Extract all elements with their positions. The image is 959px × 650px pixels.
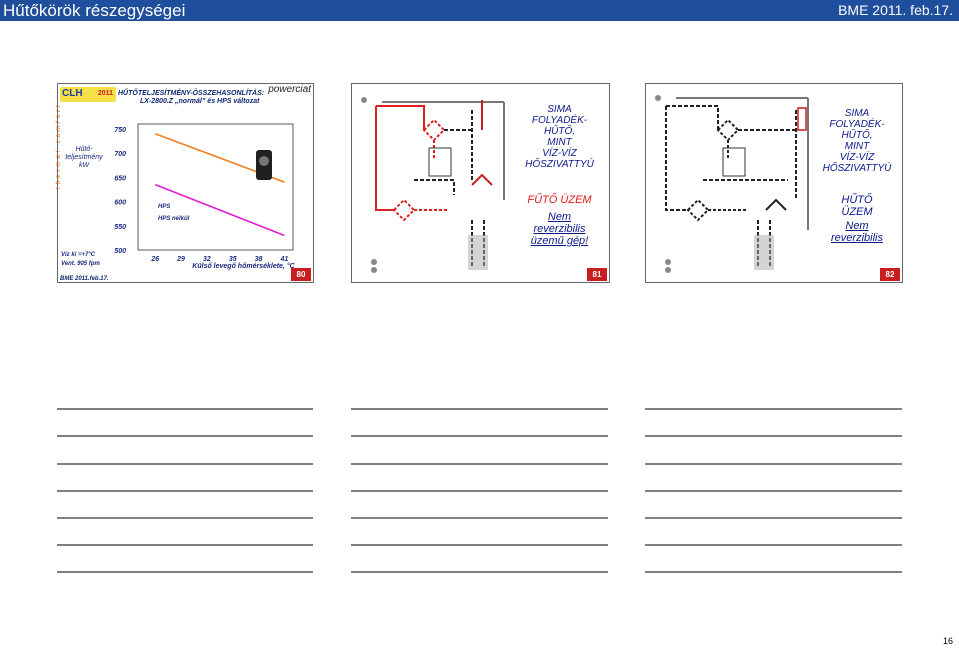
y-tick-label: 550 (114, 224, 126, 231)
mode-line-2: ÜZEM (841, 206, 873, 218)
slide-thumbnail-82: SIMA FOLYADÉK- HŰTŐ, MINT VÍZ-VÍZ HŐSZIV… (645, 83, 903, 283)
legend-label: HPS (158, 204, 170, 210)
x-axis-label: Külső levegő hőmérséklete, °C (192, 262, 295, 270)
heading-line-6: HŐSZIVATTYÚ (525, 159, 594, 170)
heat-pump-schematic (354, 90, 514, 275)
y-tick-label: 600 (114, 200, 126, 207)
slide-heading: SIMA FOLYADÉK- HŰTŐ, MINT VÍZ-VÍZ HŐSZIV… (512, 104, 607, 170)
y-tick-label: 500 (114, 248, 126, 255)
heading-line-5: VÍZ-VÍZ (542, 148, 577, 159)
slide-number: 81 (587, 268, 607, 281)
fan-icon (259, 156, 269, 166)
heading-line-6: HŐSZIVATTYÚ (822, 163, 892, 174)
y-tick-label: 700 (114, 151, 126, 158)
heading-line-5: VÍZ-VÍZ (839, 152, 875, 163)
heat-pump-schematic (648, 90, 813, 275)
body-line-2: reverzibilis (831, 232, 883, 244)
body-line-2: reverzibilis (533, 223, 586, 235)
slide-thumbnail-81: SIMA FOLYADÉK- HŰTŐ, MINT VÍZ-VÍZ HŐSZIV… (351, 83, 610, 283)
logo-text: CLH (62, 88, 83, 99)
slide-body: Nem reverzibilis (812, 220, 902, 244)
y-tick-label: 750 (114, 127, 126, 134)
y-axis-label-line3: kW (78, 162, 90, 169)
mode-label: FŰTŐ ÜZEM (527, 194, 592, 206)
body-line-1: Nem (845, 220, 869, 232)
slide-heading: SIMA FOLYADÉK- HŰTŐ, MINT VÍZ-VÍZ HŐSZIV… (812, 108, 902, 174)
y-axis-label-line1: Hűtő- (75, 146, 93, 153)
body-line-1: Nem (547, 211, 572, 223)
heading-line-1: SIMA (547, 104, 572, 115)
body-line-3: üzemű gép! (530, 235, 589, 247)
x-tick-label: 35 (229, 256, 237, 263)
heading-line-4: MINT (547, 137, 572, 148)
x-tick-label: 32 (203, 256, 211, 263)
slide-title-line2: LX-2800.Z „normál” és HPS változat (140, 98, 260, 105)
header-date: BME 2011. feb.17. (838, 2, 953, 18)
logo-year: 2011 (97, 90, 113, 97)
slide-footer: BME 2011.feb.17. (60, 276, 109, 282)
heading-line-3: HŰTŐ, (543, 126, 576, 137)
heading-line-2: FOLYADÉK- (531, 115, 588, 126)
slide-number: 82 (880, 268, 900, 281)
heading-line-1: SIMA (844, 108, 870, 119)
mode-line-1: HŰTŐ (841, 194, 873, 206)
x-tick-label: 29 (176, 256, 185, 263)
heading-line-3: HŰTŐ, (841, 130, 873, 141)
series-line (154, 183, 285, 237)
plot-area (137, 123, 294, 251)
heat-pump-unit-image (256, 150, 272, 180)
note-water-out: Víz ki =+7°C (61, 252, 96, 258)
slide-thumbnail-80: CLH 2011 HŰTŐTELJESÍTMÉNY-ÖSSZEHASONLÍTÁ… (56, 83, 314, 283)
heading-line-2: FOLYADÉK- (829, 119, 885, 130)
clh-logo: CLH 2011 (60, 87, 116, 102)
x-tick-label: 41 (279, 256, 288, 263)
y-axis-label-line2: teljesítmény (65, 154, 103, 161)
mode-label: HŰTŐ ÜZEM (812, 194, 902, 218)
legend-label: HPS nélkül (158, 216, 190, 222)
x-tick-label: 38 (255, 256, 263, 263)
page-number: 16 (942, 636, 953, 646)
slide-title-line1: HŰTŐTELJESÍTMÉNY-ÖSSZEHASONLÍTÁS: (118, 90, 265, 97)
brand-logo: powerciat (268, 84, 311, 95)
page-title: Hűtőkörök részegységei (3, 1, 186, 20)
y-tick-label: 650 (114, 175, 126, 182)
heading-line-4: MINT (844, 141, 870, 152)
x-tick-label: 26 (150, 256, 159, 263)
y-axis-label: Hűtő- teljesítmény kW (62, 146, 106, 170)
slide-title: HŰTŐTELJESÍTMÉNY-ÖSSZEHASONLÍTÁS: LX-280… (118, 90, 264, 106)
slide-number: 80 (291, 268, 311, 281)
slide-body: Nem reverzibilis üzemű gép! (512, 211, 607, 247)
note-fan-speed: Vent. 905 fpm (61, 261, 100, 267)
header-bar: Hűtőkörök részegységei BME 2011. feb.17. (0, 0, 959, 21)
